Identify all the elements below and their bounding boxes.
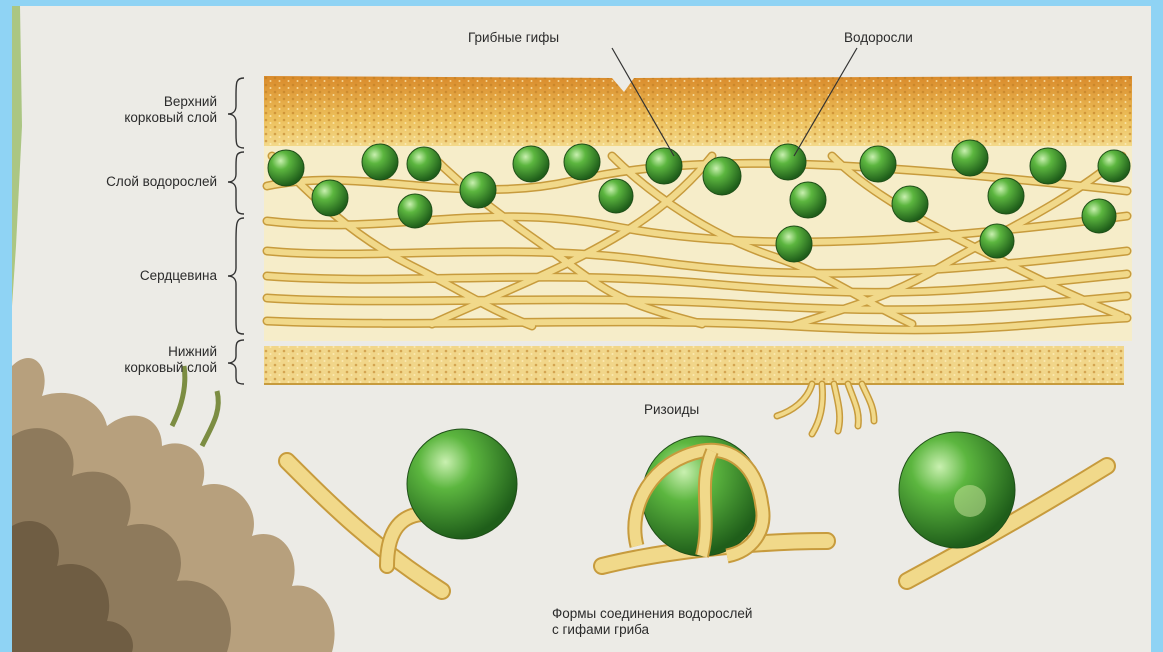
connection-form-2 bbox=[602, 436, 827, 566]
label-connection-forms: Формы соединения водорослей с гифами гри… bbox=[552, 606, 752, 638]
layer-brackets bbox=[228, 78, 244, 384]
connection-form-3 bbox=[899, 432, 1107, 581]
label-algae: Водоросли bbox=[844, 30, 913, 46]
label-medulla: Сердцевина bbox=[32, 268, 217, 284]
illustration-frame: Верхний корковый слой Слой водорослей Се… bbox=[12, 6, 1151, 652]
connection-form-1 bbox=[287, 429, 517, 591]
label-algal-layer: Слой водорослей bbox=[32, 174, 217, 190]
label-upper-cortex: Верхний корковый слой bbox=[32, 94, 217, 126]
label-rhizoids: Ризоиды bbox=[644, 402, 699, 418]
lower-cortex-layer bbox=[264, 346, 1124, 384]
upper-cortex-layer bbox=[264, 76, 1132, 146]
label-lower-cortex: Нижний корковый слой bbox=[32, 344, 217, 376]
label-fungal-hyphae: Грибные гифы bbox=[468, 30, 559, 46]
